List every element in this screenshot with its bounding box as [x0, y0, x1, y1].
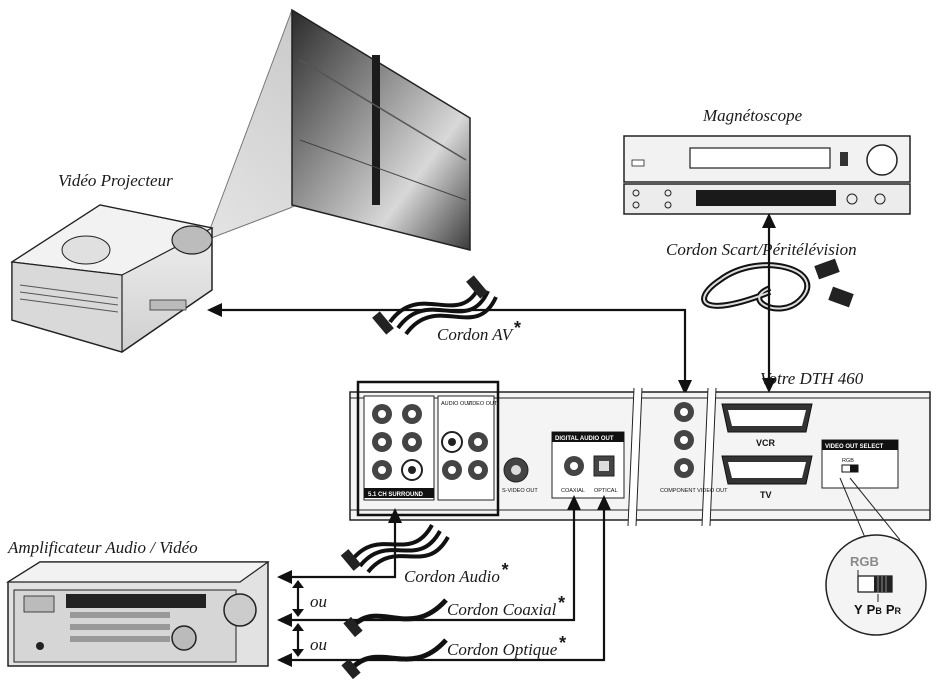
component-jacks: [674, 402, 694, 478]
arrow-down-scart: [762, 378, 776, 393]
zoom-rgb-label: RGB: [850, 554, 879, 569]
or-label-1: ou: [310, 592, 327, 611]
coaxial-cable-label: Cordon Coaxial*: [447, 593, 565, 619]
arrow-left-amp-coaxial: [277, 613, 292, 627]
av-cable: [372, 275, 498, 336]
audio-out-caption: AUDIO OUT: [441, 401, 472, 407]
projector-label: Vidéo Projecteur: [58, 171, 173, 190]
optical-cable-label: Cordon Optique*: [447, 633, 566, 659]
projection-screen: [205, 8, 472, 251]
digital-audio-caption: DIGITAL AUDIO OUT: [555, 436, 614, 442]
optical-caption: OPTICAL: [594, 488, 618, 494]
arrow-up-coaxial: [567, 495, 581, 510]
projector-device: [10, 204, 214, 353]
coaxial-connection-line: [292, 508, 576, 622]
player-label: Votre DTH 460: [760, 369, 864, 388]
audio-connection-line: [292, 520, 397, 579]
svideo-caption: S-VIDEO OUT: [502, 488, 538, 494]
arrow-left-projector: [207, 303, 222, 317]
video-out-caption: VIDEO OUT: [467, 401, 498, 407]
amplifier-label: Amplificateur Audio / Vidéo: [7, 538, 198, 557]
coaxial-cable: [343, 598, 448, 638]
audio-cable-label: Cordon Audio*: [404, 560, 509, 586]
surround-jacks: [372, 404, 423, 481]
video-out-select-caption: VIDEO OUT SELECT: [825, 444, 884, 450]
vcr-device: [623, 135, 911, 215]
av-cable-label-text: Cordon AV: [437, 325, 515, 344]
scart-vcr-caption: VCR: [756, 438, 776, 448]
audio-video-jacks: [441, 431, 488, 480]
av-connection-line: [222, 308, 687, 388]
coaxial-cable-star: *: [557, 593, 565, 613]
optical-cable-star: *: [558, 633, 566, 653]
component-caption: COMPONENT VIDEO OUT: [660, 488, 728, 494]
coaxial-caption: COAXIAL: [561, 488, 585, 494]
arrow-down-component: [678, 380, 692, 395]
surround-caption: 5.1 CH SURROUND: [368, 492, 424, 498]
av-cable-star: *: [513, 318, 521, 338]
or-label-2: ou: [310, 635, 327, 654]
arrow-left-amp-optical: [277, 653, 292, 667]
arrow-up-optical: [597, 495, 611, 510]
arrow-up-vcr: [762, 213, 776, 228]
arrow-left-amp-audio: [277, 570, 292, 584]
audio-cable: [340, 524, 450, 574]
arrow-up-surround: [388, 508, 402, 523]
player-back-panel: 5.1 CH SURROUND AUDIO OUT VIDEO OUT S-VI…: [349, 380, 931, 527]
scart-cable: [701, 258, 854, 312]
optical-cable: [341, 638, 448, 680]
amplifier-device: [5, 561, 270, 667]
scart-tv-caption: TV: [760, 490, 772, 500]
audio-cable-star: *: [501, 560, 509, 580]
rgb-small-caption: RGB: [842, 458, 854, 464]
scart-cable-label: Cordon Scart/Péritélévision: [666, 240, 857, 259]
av-cable-label: Cordon AV*: [437, 318, 521, 344]
vcr-label: Magnétoscope: [702, 106, 803, 125]
